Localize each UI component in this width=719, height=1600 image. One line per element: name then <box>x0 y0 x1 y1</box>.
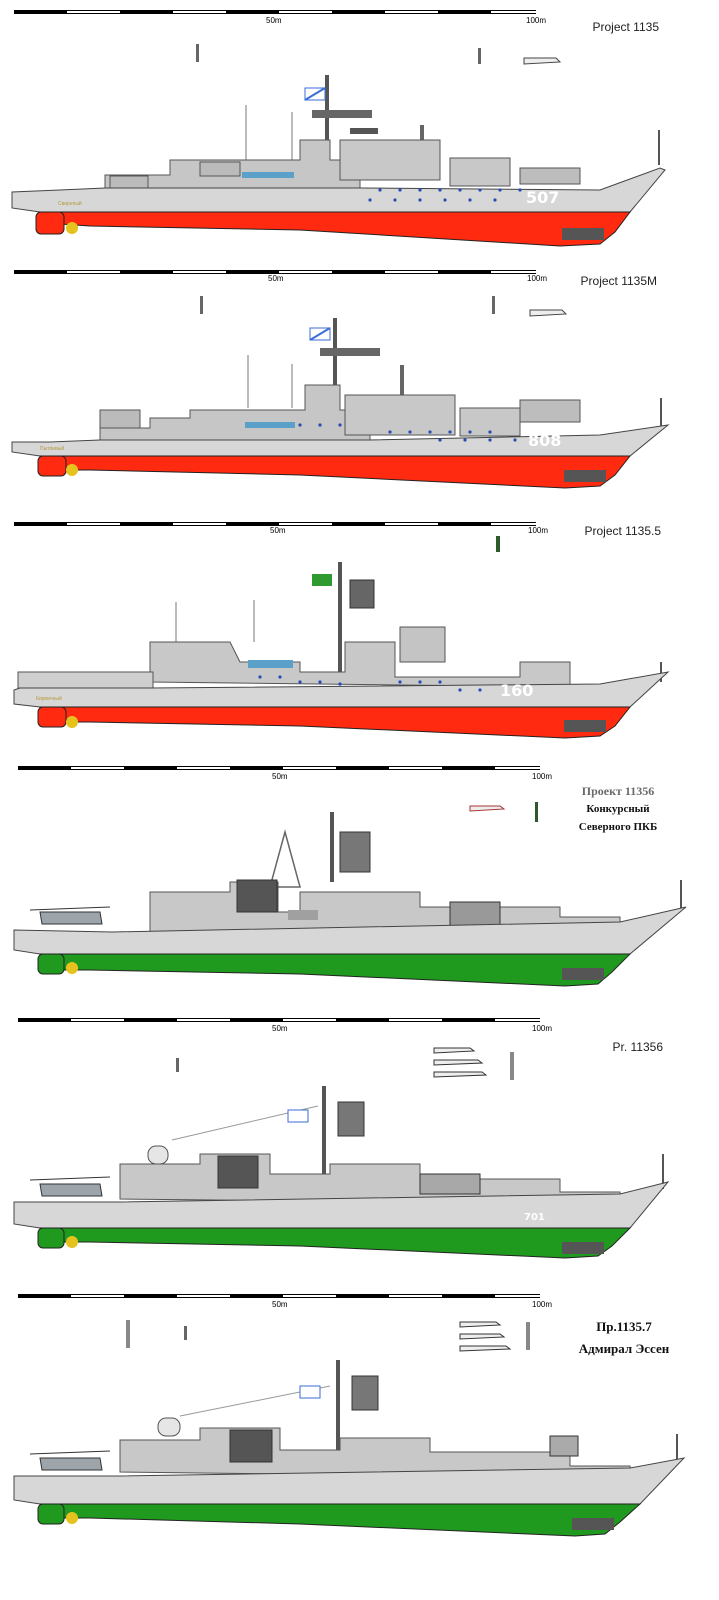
panel-title: Проект 11356 Конкурсный Северного ПКБ <box>570 782 666 836</box>
panel-title: Project 1135M <box>580 274 657 288</box>
title-line: Проект 11356 <box>581 784 655 798</box>
title-line: Пр.1135.7 <box>596 1319 652 1334</box>
scale-label-mid: 50m <box>266 16 282 25</box>
missile-icon <box>433 1047 476 1054</box>
scale-bar <box>14 10 536 14</box>
naval-flag <box>299 1385 321 1399</box>
panel-title: Project 1135.5 <box>584 524 662 538</box>
ship-name: Кирпичный <box>36 695 62 702</box>
ship-profile-11356-contest <box>13 802 687 987</box>
ship-profile-1135m: 808 Пытливый <box>11 296 670 489</box>
missile-icon <box>433 1071 488 1078</box>
missile-icon <box>469 805 506 812</box>
missile-icon <box>200 296 203 314</box>
missile-icon <box>478 48 481 64</box>
scale-bar <box>18 1018 540 1022</box>
propeller-icon <box>66 222 78 234</box>
title-line: Адмирал Эссен <box>578 1341 670 1356</box>
scale-label-mid: 50m <box>272 1024 288 1033</box>
hull-number: 701 <box>524 1212 545 1223</box>
scale-bar <box>18 766 540 770</box>
ship-name: Свирепый <box>58 200 82 207</box>
propeller-icon <box>66 1236 78 1248</box>
ship-profile-1135-7 <box>13 1320 686 1537</box>
radar-antenna <box>337 1101 365 1137</box>
scale-label-end: 100m <box>527 274 548 283</box>
scale-label-mid: 50m <box>272 772 288 781</box>
scale-label-end: 100m <box>532 1300 553 1309</box>
panel-project-1135-7: 50m 100m Пр.1135.7 Адмирал Эссен <box>0 1290 719 1600</box>
helicopter-icon <box>39 911 103 925</box>
radar-antenna <box>351 1375 379 1411</box>
hull-number: 507 <box>526 188 559 207</box>
scale-bar <box>14 270 536 274</box>
naval-flag <box>287 1109 309 1123</box>
missile-icon <box>535 802 538 822</box>
ship-profile-1135: 507 Свирепый <box>11 44 666 247</box>
missile-icon <box>492 296 495 314</box>
hull-number: 808 <box>528 431 561 450</box>
panel-project-1135: 50m 100m Project 1135 <box>0 0 719 255</box>
panel-project-11356: 50m 100m Pr. 11356 701 <box>0 1014 719 1284</box>
naval-flag <box>312 574 332 586</box>
missile-icon <box>184 1326 187 1340</box>
propeller-icon <box>66 716 78 728</box>
ship-name: Пытливый <box>40 445 64 452</box>
helicopter-icon <box>39 1183 103 1197</box>
missile-icon <box>510 1052 514 1080</box>
missile-icon <box>526 1322 530 1350</box>
scale-label-end: 100m <box>528 526 549 535</box>
propeller-icon <box>66 962 78 974</box>
ship-profile-1135-5: 160 Кирпичный <box>13 536 670 739</box>
scale-bar <box>18 1294 540 1298</box>
panel-project-1135-5: 50m 100m Project 1135.5 160 Кирпичный <box>0 512 719 762</box>
panel-project-1135m: 50m 100m Project 1135M 808 Пытливый <box>0 260 719 510</box>
scale-label-end: 100m <box>532 772 553 781</box>
panel-title: Пр.1135.7 Адмирал Эссен <box>568 1316 680 1360</box>
missile-icon <box>496 536 500 552</box>
propeller-icon <box>66 464 78 476</box>
radar-antenna <box>339 831 371 873</box>
scale-bar <box>14 522 536 526</box>
missile-icon <box>126 1320 130 1348</box>
scale-label-mid: 50m <box>268 274 284 283</box>
missile-icon <box>459 1321 502 1328</box>
helicopter-icon <box>39 1457 103 1471</box>
scale-label-mid: 50m <box>270 526 286 535</box>
scale-label-end: 100m <box>532 1024 553 1033</box>
missile-icon <box>459 1345 512 1352</box>
radar-antenna <box>349 579 375 609</box>
missile-icon <box>433 1059 484 1066</box>
missile-icon <box>176 1058 179 1072</box>
scale-label-mid: 50m <box>272 1300 288 1309</box>
panel-project-11356-contest: 50m 100m Проект 11356 Конкурсный Северно… <box>0 762 719 1017</box>
missile-icon <box>196 44 199 62</box>
scale-label-end: 100m <box>526 16 547 25</box>
title-line: Северного ПКБ <box>578 821 658 833</box>
title-line: Конкурсный <box>586 803 650 815</box>
ship-profile-11356: 701 <box>13 1047 670 1259</box>
panel-title: Pr. 11356 <box>612 1040 663 1054</box>
torpedo-icon <box>529 309 568 317</box>
panel-title: Project 1135 <box>592 20 660 34</box>
hull-number: 160 <box>500 681 533 700</box>
propeller-icon <box>66 1512 78 1524</box>
torpedo-icon <box>523 57 562 65</box>
missile-icon <box>459 1333 506 1340</box>
